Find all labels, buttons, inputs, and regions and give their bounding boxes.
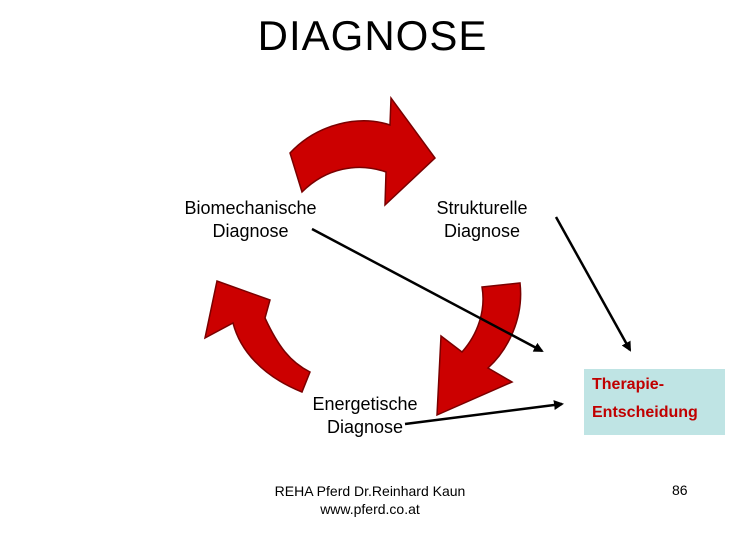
node-strukturelle-diagnose: Strukturelle Diagnose [412,197,552,243]
slide-title: DIAGNOSE [257,12,488,59]
node-label-line1: Energetische [312,394,418,414]
node-label-line2: Diagnose [443,221,521,241]
node-biomechanische-diagnose: Biomechanische Diagnose [168,197,333,243]
footer-url: www.pferd.co.at [320,501,420,517]
page-number: 86 [672,482,688,498]
connector-arrow-energ [404,400,564,426]
node-label-line1: Biomechanische [184,198,317,218]
connector-arrow-biomech [311,227,544,353]
therapy-label-line1: Therapie- [592,376,665,393]
therapie-entscheidung-box: Therapie- Entscheidung [584,369,725,435]
cycle-arrow-left [203,280,311,393]
connector-arrow-struktur [554,216,632,352]
therapy-label-line2: Entscheidung [592,404,698,421]
cycle-arrow-right [436,282,522,417]
node-energetische-diagnose: Energetische Diagnose [300,393,430,439]
slide-footer: REHA Pferd Dr.Reinhard Kaun www.pferd.co… [230,482,510,518]
node-label-line1: Strukturelle [436,198,528,218]
node-label-line2: Diagnose [212,221,289,241]
footer-author: REHA Pferd Dr.Reinhard Kaun [274,483,466,499]
node-label-line2: Diagnose [326,417,404,437]
cycle-arrow-top [289,95,436,207]
